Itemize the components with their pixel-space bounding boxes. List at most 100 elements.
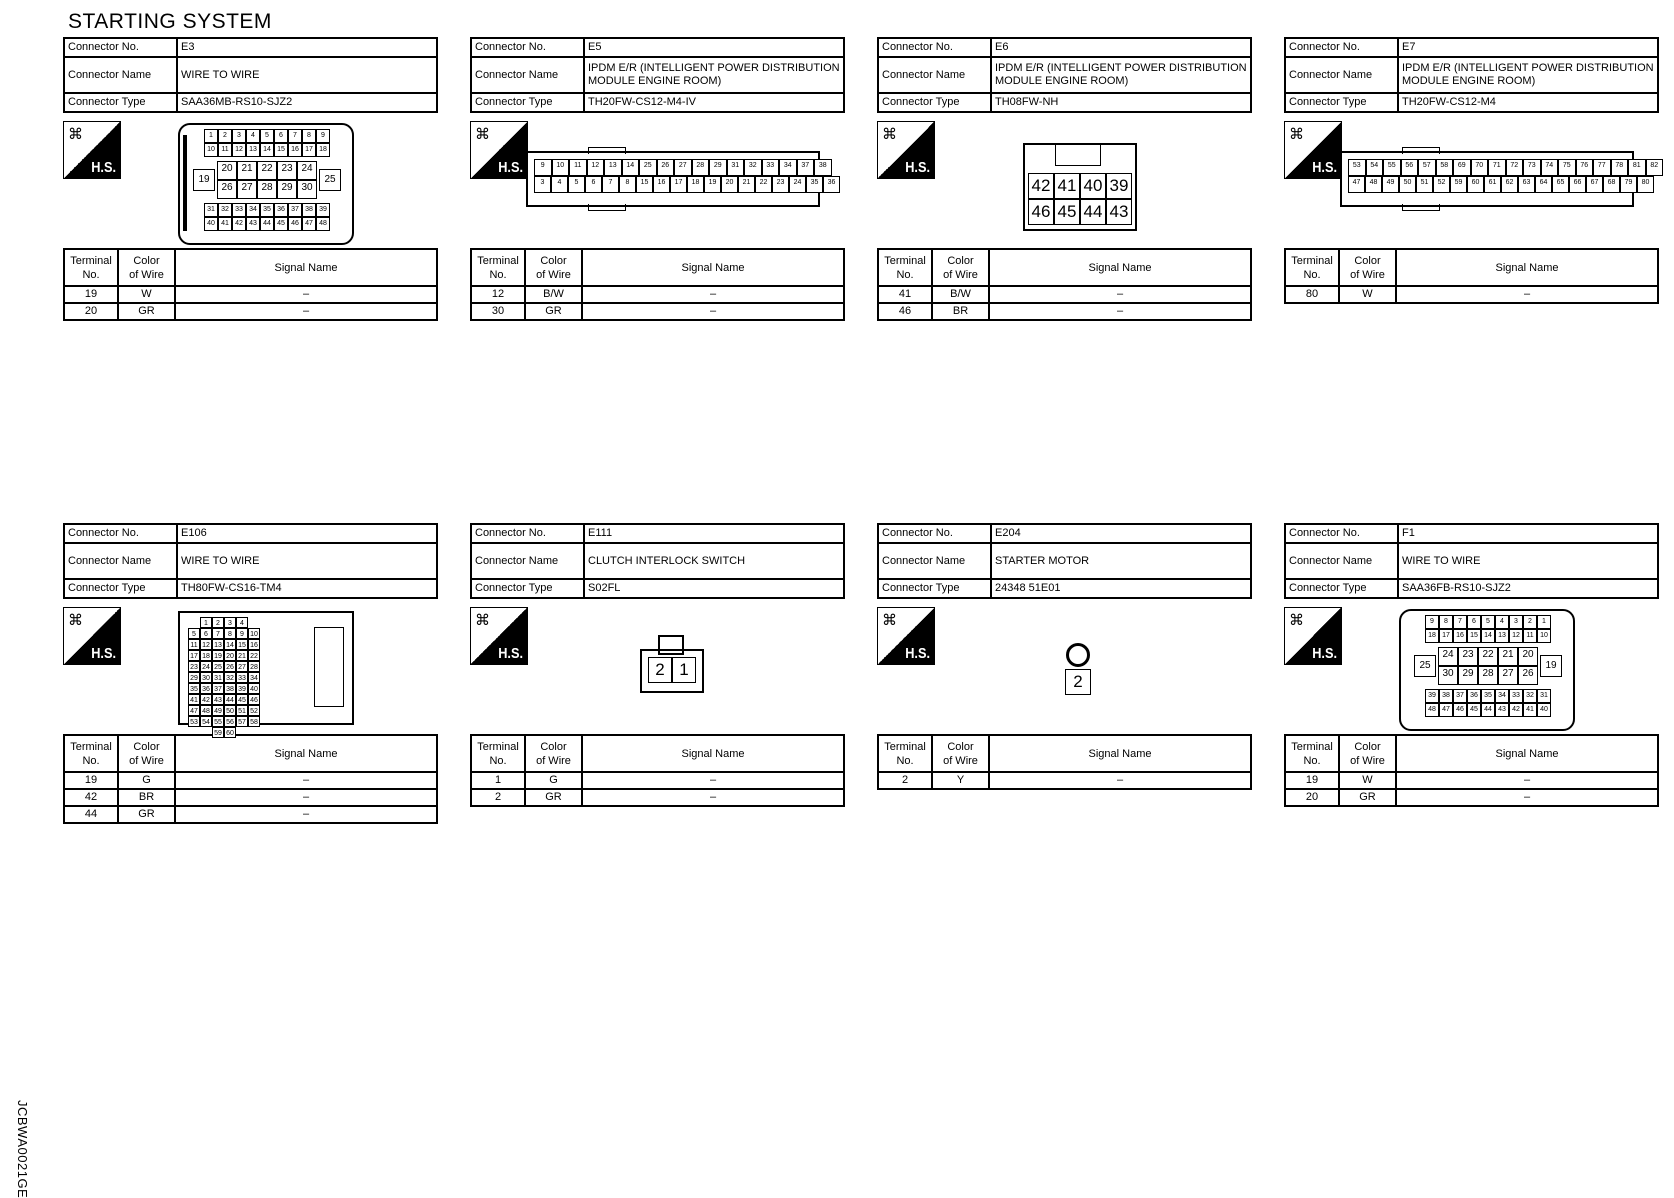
pin-cell: 27: [237, 180, 257, 199]
pin-cell: 27: [1498, 666, 1518, 685]
pin-cell: 47: [1439, 703, 1453, 717]
harness-side-icon: ⌘H.S.: [470, 121, 528, 179]
terminal-no: 2: [470, 788, 526, 807]
connector-type-value: SAA36MB-RS10-SJZ2: [176, 92, 438, 113]
pin-cell: 7: [602, 176, 619, 193]
color-header-line1: Color: [947, 254, 974, 267]
wire-color: GR: [117, 302, 176, 321]
pin-cell: 23: [188, 661, 200, 672]
pin-cell: 48: [200, 705, 212, 716]
pin-cell: 13: [604, 159, 622, 176]
harness-side-icon: ⌘H.S.: [470, 607, 528, 665]
pin-cell: 43: [1495, 703, 1509, 717]
pin-cell: 63: [1518, 176, 1535, 193]
pin-cell: 42: [200, 694, 212, 705]
pin-cell: 25: [1414, 655, 1436, 677]
pin-cell: 69: [1453, 159, 1471, 176]
pin-cell: 52: [248, 705, 260, 716]
pin-cell: 19: [1540, 655, 1562, 677]
pin-cell: 20: [224, 650, 236, 661]
connector-glyph-icon: ⌘: [882, 126, 897, 143]
wire-color: B/W: [931, 285, 990, 304]
pin-cell: 29: [277, 180, 297, 199]
terminal-header-line2: No.: [489, 268, 507, 281]
connector-name-label: Connector Name: [63, 542, 178, 580]
pin-cell: 55: [212, 716, 224, 727]
page-title: STARTING SYSTEM: [68, 10, 272, 33]
pin-cell: 59: [212, 727, 224, 738]
side-cavity: [314, 627, 344, 707]
connector-name-label: Connector Name: [877, 56, 992, 94]
pin-cell: 11: [218, 143, 232, 157]
connector-glyph-icon: ⌘: [882, 612, 897, 629]
pin-cell: 38: [302, 203, 316, 217]
pin-cell: 55: [1383, 159, 1401, 176]
pin-cell: 44: [260, 217, 274, 231]
pin-cell: 41: [1523, 703, 1537, 717]
hs-label: H.S.: [1312, 645, 1337, 662]
pin-cell: 2: [648, 657, 672, 683]
pin-cell: 7: [212, 628, 224, 639]
connector-type-label: Connector Type: [470, 92, 585, 113]
terminal-header-line2: No.: [1303, 754, 1321, 767]
key-tab: [658, 635, 684, 655]
pin-cell: 18: [687, 176, 704, 193]
pin-cell: 62: [1501, 176, 1518, 193]
pin-cell: 58: [248, 716, 260, 727]
connector-no-label: Connector No.: [470, 523, 585, 544]
pin-cell: 20: [721, 176, 738, 193]
pin-cell: 35: [806, 176, 823, 193]
pin-cell: 40: [1537, 703, 1551, 717]
pin-cell: 20: [1518, 647, 1538, 666]
pin-cell: 30: [1438, 666, 1458, 685]
pin-cell: 10: [551, 159, 569, 176]
pin-block: 2: [1065, 669, 1091, 695]
pin-cell: 68: [1603, 176, 1620, 193]
connector-name-value: WIRE TO WIRE: [176, 542, 438, 580]
pin-cell: 53: [188, 716, 200, 727]
signal-header: Signal Name: [1395, 734, 1659, 773]
pin-cell: 50: [1399, 176, 1416, 193]
pin-cell: 48: [1425, 703, 1439, 717]
pin-cell: 56: [224, 716, 236, 727]
connector-no-label: Connector No.: [470, 37, 585, 58]
pin-cell: 37: [1453, 689, 1467, 703]
pin-cell: 3: [534, 176, 551, 193]
pin-cell: 22: [257, 161, 277, 180]
connector-name-value: IPDM E/R (INTELLIGENT POWER DISTRIBUTION…: [990, 56, 1252, 94]
signal-name: –: [174, 771, 438, 790]
pin-cell: 5: [568, 176, 585, 193]
pin-cell: 26: [217, 180, 237, 199]
pin-cell: 28: [257, 180, 277, 199]
pin-cell: 24: [789, 176, 806, 193]
pin-cell: 33: [232, 203, 246, 217]
pin-cell: 38: [224, 683, 236, 694]
pin-cell: 70: [1470, 159, 1488, 176]
pin-cell: 8: [224, 628, 236, 639]
connector-figure: ⌘H.S.2: [877, 599, 1252, 734]
terminal-no: 2: [877, 771, 933, 790]
pin-cell: 26: [656, 159, 674, 176]
pin-cell: 26: [224, 661, 236, 672]
